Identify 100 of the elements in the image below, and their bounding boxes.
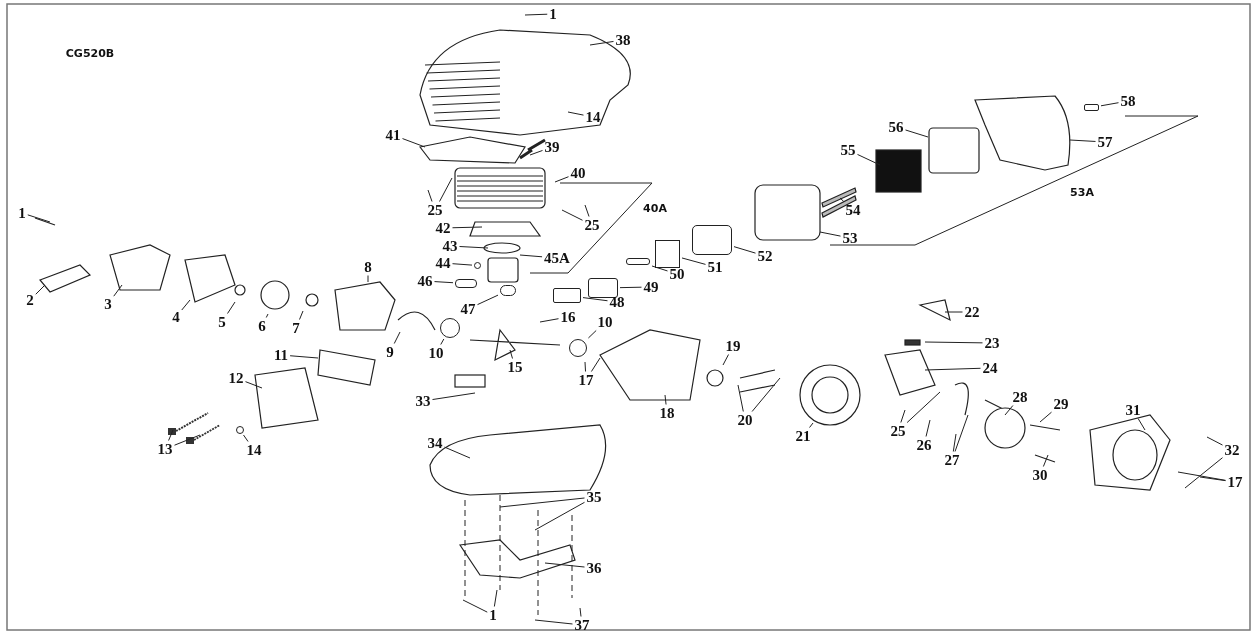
leader-line [651,265,668,272]
leader-line [906,391,941,423]
leader-line [434,281,454,284]
leader-line [584,361,587,372]
callout-number: 34 [427,435,443,451]
callout-number: 4 [172,309,180,325]
leader-line [265,313,269,318]
callout-number: 16 [560,309,576,325]
leader-line [584,204,590,217]
leader-line [181,299,191,311]
leader-line [944,311,963,313]
leader-line [174,434,201,446]
callout-number: 6 [258,318,266,334]
leader-line [524,13,548,16]
assembly-code: 40A [643,202,667,214]
leader-line [529,149,543,156]
bearing-drawing [440,318,460,338]
spacer-drawing [588,278,618,298]
callout-number: 19 [725,338,741,354]
leader-line [733,246,756,254]
ring-drawing [500,285,516,296]
leader-line [567,111,584,116]
callout-number: 8 [364,259,372,275]
leader-line [722,354,730,366]
callout-number: 17 [1227,474,1243,490]
leader-line [924,367,981,371]
callout-number: 57 [1097,134,1113,150]
callout-number: 44 [435,255,451,271]
leader-line [452,226,483,229]
leader-line [681,257,706,265]
callout-number: 1 [489,607,497,623]
leader-line [924,341,983,344]
leader-line [925,419,931,437]
callout-number: 1 [18,205,26,221]
callout-number: 33 [415,393,431,409]
leader-line [1069,139,1096,142]
leader-line [952,433,957,452]
callout-number: 10 [428,345,444,361]
callout-number: 25 [427,202,443,218]
leader-line [243,434,249,442]
leader-line [509,349,513,359]
callout-number: 26 [916,437,932,453]
leader-line [459,246,489,249]
leader-line [534,619,573,625]
leader-line [519,254,543,258]
callout-number: 28 [1012,389,1028,405]
leader-line [227,301,236,314]
callout-number: 39 [544,139,560,155]
callout-number: 25 [890,423,906,439]
callout-number: 46 [417,273,433,289]
callout-number: 18 [659,405,675,421]
callout-number: 47 [460,301,476,317]
callout-number: 14 [585,109,601,125]
callout-number: 43 [442,238,458,254]
leader-line [493,589,498,607]
leader-line [1184,457,1223,489]
pin-drawing [455,279,477,288]
leader-line [1137,418,1146,431]
leader-line [168,429,174,441]
callout-number: 54 [845,202,861,218]
callout-number: 58 [1120,93,1136,109]
callout-number: 42 [435,220,451,236]
leader-line [954,414,969,452]
assembly-code: 53A [1070,186,1094,198]
leader-line [1004,405,1014,416]
leader-line [809,422,814,428]
leader-line [539,318,559,323]
callout-number: 9 [386,344,394,360]
nut-drawing [236,426,244,434]
leader-line [819,231,841,237]
leader-line [27,214,51,223]
leader-line [299,310,304,320]
leader-line [402,138,426,148]
callout-number: 3 [104,296,112,312]
leader-line [839,197,845,202]
leader-line [444,446,471,459]
callout-number: 36 [586,560,602,576]
leader-line [1206,436,1223,446]
callout-number: 30 [1032,467,1048,483]
gasket-drawing [655,240,680,268]
leader-line [905,129,929,138]
leader-line [452,263,473,266]
callout-number: 41 [385,127,401,143]
callout-number: 10 [597,314,613,330]
bearing-drawing [569,339,587,357]
leader-line [1042,454,1049,467]
leader-line [1039,411,1052,423]
leader-line [900,409,906,423]
leader-line [544,562,585,568]
leader-line [737,384,744,412]
leader-line [439,177,453,202]
leader-line [534,501,585,531]
leader-line [582,297,608,302]
callout-number: 32 [1224,442,1240,458]
callout-number: 37 [574,617,590,633]
callout-number: 15 [507,359,523,375]
callout-number: 14 [246,442,262,458]
leader-line [1199,476,1226,482]
leader-line [427,189,433,202]
leader-line [590,357,601,372]
